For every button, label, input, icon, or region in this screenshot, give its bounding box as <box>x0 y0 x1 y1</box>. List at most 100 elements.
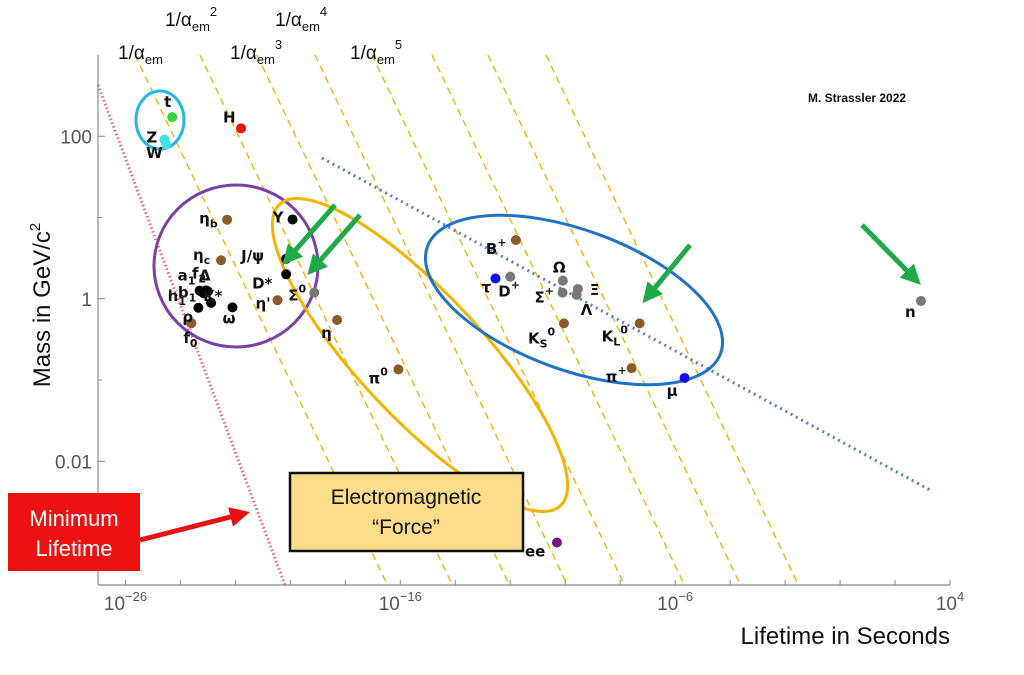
point-10 <box>272 295 283 306</box>
y-tick-label-2: 0.01 <box>55 452 92 473</box>
y-tick-label-0: 100 <box>60 127 92 148</box>
guide-line-5 <box>371 54 626 586</box>
credit-text: M. Strassler 2022 <box>808 91 906 105</box>
x-tick-label-2: 10−6 <box>657 589 693 615</box>
point-33 <box>915 295 926 306</box>
point-label-4: ηb <box>199 210 218 231</box>
point-label-34: ee <box>525 543 545 561</box>
em-force-box-bg <box>288 471 525 553</box>
point-label-9: Σ0 <box>288 283 306 305</box>
guide-label-3: 1/αem3 <box>230 37 282 67</box>
point-label-12: π0 <box>368 365 388 387</box>
point-label-14: b1 <box>178 283 196 304</box>
point-29 <box>558 318 569 329</box>
green-arrow-2 <box>307 213 362 276</box>
point-8 <box>281 269 292 280</box>
point-label-26: Σ+ <box>535 285 554 307</box>
point-label-5: ηc <box>193 246 210 267</box>
point-label-0: t <box>164 93 171 111</box>
point-34 <box>551 537 562 548</box>
yellow-group-ellipse <box>270 197 570 513</box>
point-24 <box>505 271 516 282</box>
blue-group-ellipse <box>423 213 725 387</box>
guide-label-2: 1/αem2 <box>165 4 217 34</box>
point-label-27: Ξ <box>590 281 599 299</box>
point-30 <box>634 318 645 329</box>
minimum-lifetime-line1: Minimum <box>29 506 118 531</box>
x-axis-label: Lifetime in Seconds <box>741 623 950 650</box>
point-label-21: f0 <box>183 329 198 350</box>
point-9 <box>309 287 320 298</box>
point-4 <box>222 214 233 225</box>
minimum-lifetime-line <box>96 84 287 586</box>
point-18 <box>206 297 217 308</box>
point-31 <box>626 363 637 374</box>
point-label-29: KS0 <box>528 325 556 350</box>
point-label-32: μ <box>667 382 678 400</box>
guide-label-1: 1/αem <box>118 43 163 67</box>
point-28 <box>571 289 582 300</box>
point-label-3: H <box>223 108 236 126</box>
guide-line-3 <box>256 54 511 586</box>
point-12 <box>393 364 404 375</box>
point-3 <box>236 123 247 134</box>
point-label-23: τ <box>481 278 491 296</box>
guide-line-4 <box>314 54 569 586</box>
point-label-20: ω <box>222 309 235 327</box>
point-25 <box>557 275 568 286</box>
point-label-18: K* <box>203 287 223 305</box>
red-arrow <box>139 507 250 543</box>
point-21 <box>186 318 197 329</box>
point-label-13: a1 <box>178 267 196 288</box>
point-label-10: η' <box>256 294 271 312</box>
point-23 <box>490 273 501 284</box>
point-label-28: Λ <box>581 301 593 319</box>
em-force-line1: Electromagnetic <box>331 486 482 509</box>
x-tick-label-3: 104 <box>936 589 964 615</box>
x-tick-label-0: 10−26 <box>104 589 147 615</box>
point-label-33: n <box>905 303 916 321</box>
em-force-line2: “Force” <box>372 516 440 539</box>
point-6 <box>287 214 298 225</box>
x-tick-label-1: 10−16 <box>379 589 422 615</box>
point-0 <box>167 112 178 123</box>
green-arrow-1 <box>282 203 337 266</box>
point-label-1: Z <box>146 129 157 147</box>
minimum-lifetime-line2: Lifetime <box>35 536 112 561</box>
guide-line-2 <box>199 54 454 586</box>
guide-line-1 <box>134 54 389 586</box>
guide-line-6 <box>431 54 686 586</box>
point-label-11: η <box>321 324 332 342</box>
point-label-19: ρ <box>182 308 193 326</box>
green-arrow-4 <box>860 223 921 285</box>
green-arrow-3 <box>642 243 692 304</box>
y-axis-label: Mass in GeV/c2 <box>27 223 56 387</box>
cyan-group-ellipse <box>134 89 186 151</box>
trend-line <box>321 156 931 492</box>
point-11 <box>332 314 343 325</box>
point-2 <box>161 139 172 150</box>
point-label-2: W <box>146 144 163 162</box>
point-label-22: B+ <box>486 236 507 258</box>
point-17 <box>196 286 207 297</box>
point-22 <box>510 235 521 246</box>
guide-label-4: 1/αem4 <box>275 4 327 34</box>
point-label-17: Δ <box>199 266 211 284</box>
point-20 <box>227 302 238 313</box>
point-label-24: D+ <box>498 279 520 301</box>
point-32 <box>679 372 690 383</box>
em-force-box: Electromagnetic “Force” <box>288 471 525 553</box>
guide-label-5: 1/αem5 <box>350 37 402 67</box>
point-label-30: KL0 <box>602 323 629 348</box>
point-label-7: J/ψ <box>240 247 264 265</box>
point-label-16: f2 <box>192 264 206 285</box>
point-label-15: h1 <box>168 287 186 308</box>
minimum-lifetime-box: Minimum Lifetime <box>8 493 140 571</box>
point-label-8: D* <box>252 274 272 292</box>
guide-line-8 <box>545 54 800 586</box>
data-points <box>159 112 926 548</box>
point-5 <box>216 255 227 266</box>
